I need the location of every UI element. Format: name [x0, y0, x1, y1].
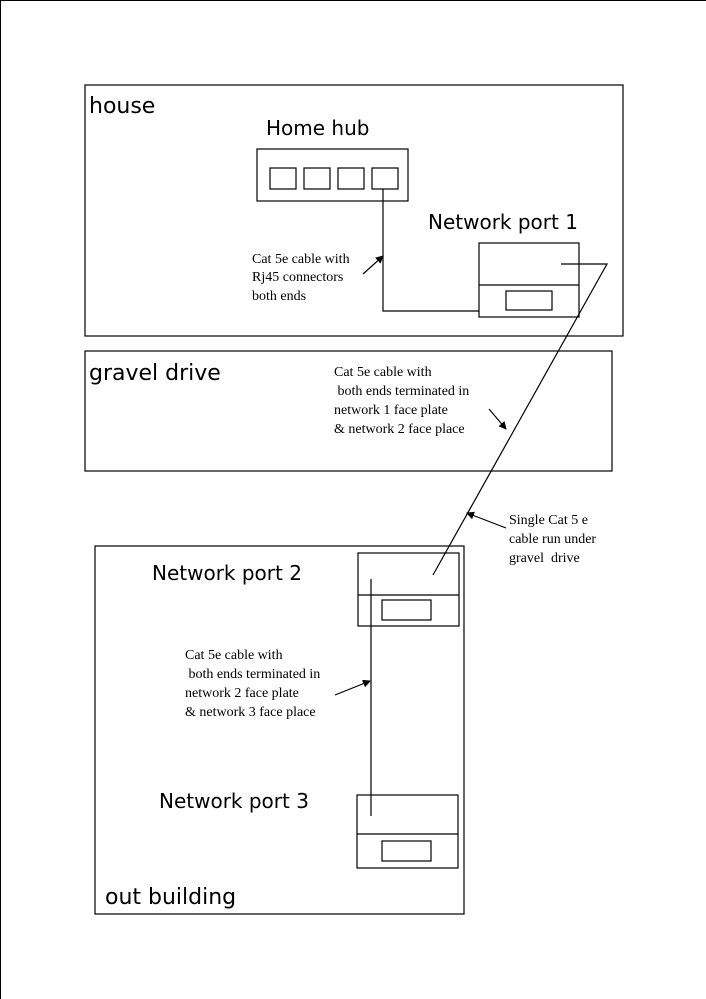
port3-label: Network port 3: [159, 789, 309, 813]
svg-text:cable run under: cable run under: [509, 532, 596, 547]
port2-label: Network port 2: [152, 561, 302, 585]
port1-socket: [505, 290, 553, 311]
svg-text:both ends: both ends: [252, 289, 306, 304]
svg-text:gravel drive: gravel drive: [509, 551, 580, 566]
svg-text:& network 2 face place: & network 2 face place: [334, 422, 465, 437]
home-hub-label: Home hub: [266, 116, 369, 140]
house-area: [84, 84, 624, 337]
svg-text:Cat 5e cable with: Cat 5e cable with: [334, 365, 432, 380]
out-building-area: [94, 545, 465, 915]
single-run-note: Single Cat 5 e cable run under gravel dr…: [509, 513, 596, 566]
port1-faceplate: [478, 242, 580, 318]
drive-cable-note: Cat 5e cable with both ends terminated i…: [334, 365, 469, 437]
svg-text:both ends terminated in: both ends terminated in: [185, 667, 320, 682]
home-hub-device: [256, 148, 409, 202]
svg-text:Cat 5e cable with: Cat 5e cable with: [252, 252, 350, 267]
svg-text:network 2 face plate: network 2 face plate: [185, 686, 299, 701]
outbuilding-cable-note: Cat 5e cable with both ends terminated i…: [185, 648, 320, 720]
port1-to-port2-cable: [432, 263, 609, 576]
gravel-drive-area: [84, 350, 613, 472]
svg-text:Cat 5e cable with: Cat 5e cable with: [185, 648, 283, 663]
hub-port-a: [269, 167, 297, 190]
port2-socket: [381, 599, 432, 621]
hub-to-port1-cable: [382, 189, 479, 312]
hub-cable-note: Cat 5e cable with Rj45 connectors both e…: [252, 252, 350, 304]
house-label: house: [89, 94, 155, 119]
gravel-drive-label: gravel drive: [89, 361, 221, 386]
svg-text:Rj45 connectors: Rj45 connectors: [252, 270, 343, 285]
port1-label: Network port 1: [428, 210, 578, 234]
hub-port-b: [303, 167, 331, 190]
hub-port-c: [337, 167, 365, 190]
port2-faceplate: [357, 552, 460, 627]
svg-text:both ends terminated in: both ends terminated in: [334, 384, 469, 399]
svg-text:Single Cat 5 e: Single Cat 5 e: [509, 513, 588, 528]
drive-cable-arrow: [488, 408, 507, 430]
svg-text:& network 3 face place: & network 3 face place: [185, 705, 316, 720]
port3-faceplate: [356, 794, 459, 869]
svg-text:network 1 face plate: network 1 face plate: [334, 403, 448, 418]
hub-port-d: [371, 167, 399, 190]
outbuilding-cable-arrow: [334, 679, 371, 696]
single-run-arrow: [466, 511, 507, 529]
hub-cable-arrow: [362, 255, 384, 275]
out-building-label: out building: [105, 885, 236, 910]
port3-socket: [381, 840, 432, 862]
